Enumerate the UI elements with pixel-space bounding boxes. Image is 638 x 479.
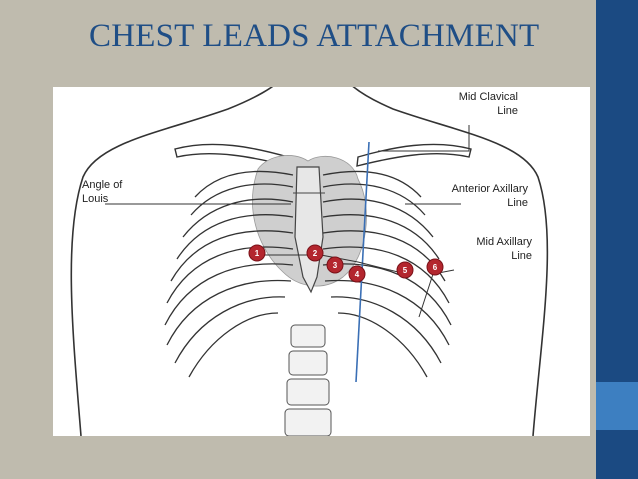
lead-1-label: 1: [255, 249, 260, 258]
mid-axillary-label-line1: Mid Axillary: [476, 236, 532, 248]
mid-clavicular-reference-line: [355, 141, 370, 383]
lead-2-marker: 2: [306, 244, 324, 262]
torso-outline: [70, 87, 549, 436]
spine: [284, 324, 332, 436]
lead-4-label: 4: [355, 270, 360, 279]
side-accent-block: [596, 382, 638, 430]
slide-title: CHEST LEADS ATTACHMENT: [89, 18, 540, 54]
lead-2-label: 2: [313, 249, 318, 258]
anterior-axillary-label-line1: Anterior Axillary: [452, 183, 529, 195]
side-bottom-block: [596, 430, 638, 479]
lead-4-marker: 4: [348, 265, 366, 283]
mid-clavical-label-line2: Line: [497, 105, 518, 117]
lead-6-marker: 6: [426, 258, 444, 276]
angle-of-louis-label-line1: Angle of: [82, 179, 123, 191]
chest-diagram: 1 2 3 4 5 6 Mid Clavical: [53, 87, 590, 436]
mid-clavical-label-line1: Mid Clavical: [459, 91, 518, 103]
lead-5-marker: 5: [396, 261, 414, 279]
mid-axillary-label-line2: Line: [511, 250, 532, 262]
lead-3-label: 3: [333, 261, 338, 270]
lead-1-marker: 1: [248, 244, 266, 262]
lead-5-label: 5: [403, 266, 408, 275]
lead-markers: 1 2 3 4 5 6: [248, 244, 444, 283]
lead-3-marker: 3: [326, 256, 344, 274]
chest-illustration: 1 2 3 4 5 6 Mid Clavical: [70, 87, 549, 436]
lead-6-label: 6: [433, 263, 438, 272]
angle-of-louis-label-line2: Louis: [82, 193, 109, 205]
anterior-axillary-label-line2: Line: [507, 197, 528, 209]
